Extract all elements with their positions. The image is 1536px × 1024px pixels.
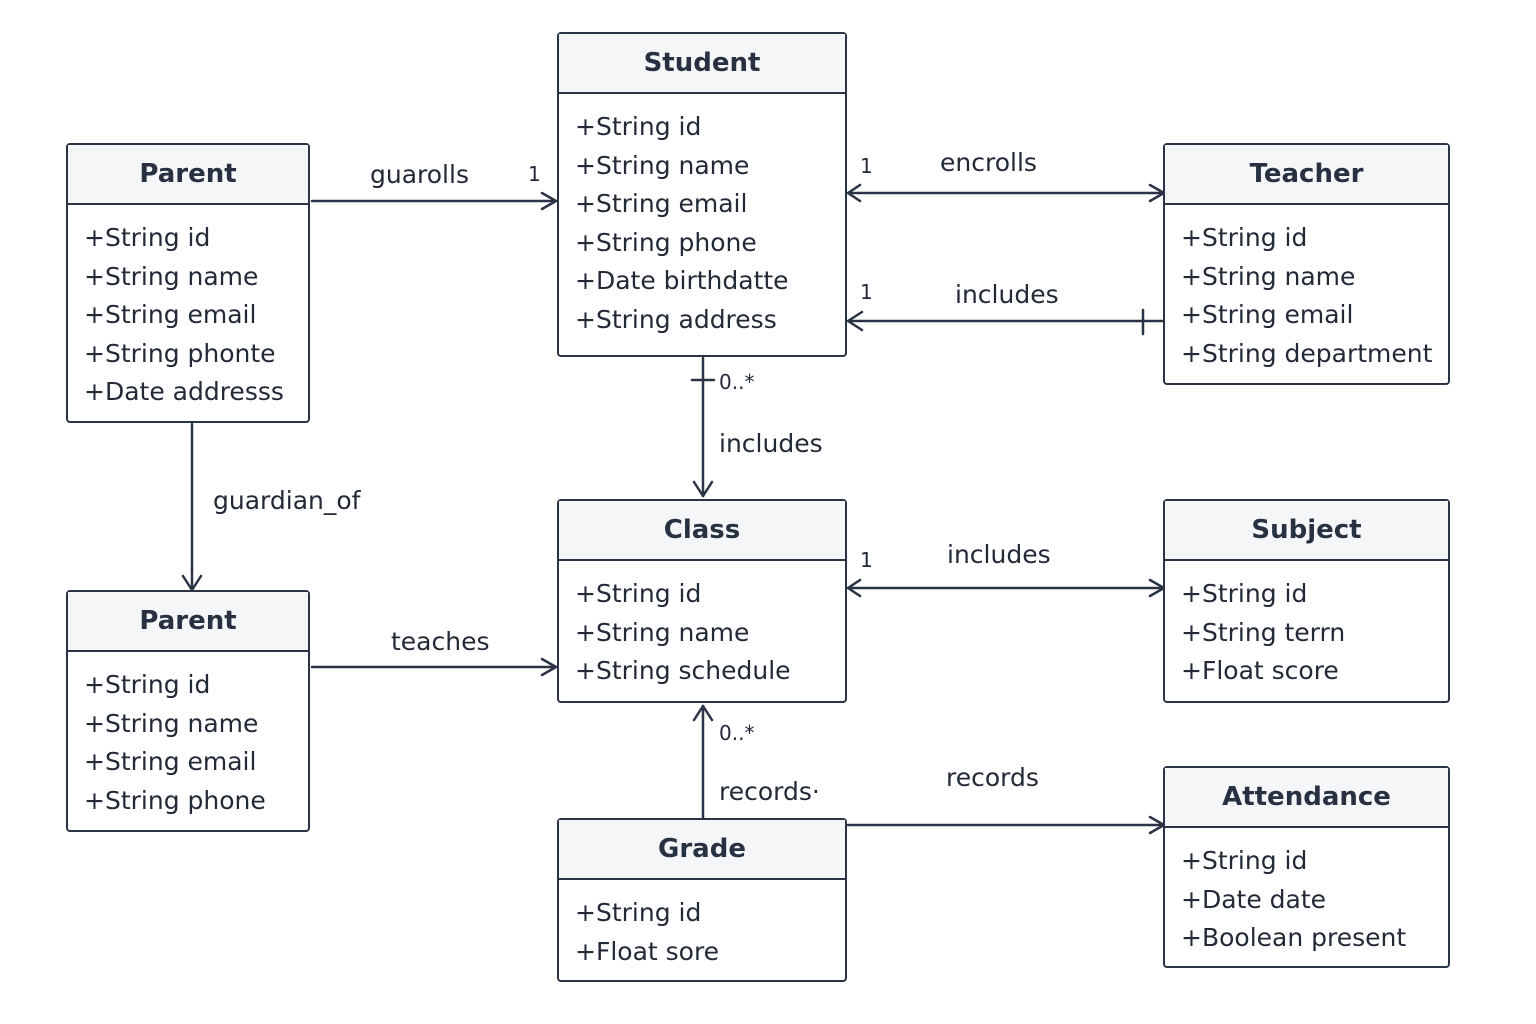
attribute: +String id [575, 579, 702, 608]
relation-label-teaches: teaches [391, 627, 490, 656]
attribute: +String name [84, 708, 259, 738]
attribute: +String id [84, 223, 211, 252]
edge-includes-teacher-student [846, 308, 1166, 336]
attribute-list: +String id +String name +String email +S… [68, 205, 308, 412]
attribute: +String address [575, 304, 777, 334]
class-box-class[interactable]: Class +String id +String name +String sc… [557, 499, 847, 703]
attribute: +Date date [1181, 884, 1327, 914]
attribute-list: +String id +Date date +Boolean present [1165, 828, 1448, 958]
class-title: Grade [559, 820, 845, 880]
attribute: +String id [1181, 579, 1308, 608]
attribute: +Boolean present [1181, 923, 1407, 952]
class-box-grade[interactable]: Grade +String id +Float sore [557, 818, 847, 982]
attribute: +String email [84, 300, 257, 329]
attribute-list: +String id +String name +String schedule [559, 561, 845, 691]
attribute: +String id [575, 112, 702, 141]
attribute: +String id [1181, 846, 1308, 875]
attribute: +String department [1181, 338, 1433, 368]
attribute: +String name [1181, 261, 1356, 291]
attribute: +String email [1181, 300, 1354, 329]
multiplicity-label: 0..* [719, 721, 755, 745]
attribute-list: +String id +String name +String email +S… [559, 94, 845, 339]
attribute: +String name [575, 150, 750, 180]
class-box-subject[interactable]: Subject +String id +String terrn +Float … [1163, 499, 1450, 703]
multiplicity-label: 1 [528, 162, 541, 186]
class-title: Parent [68, 145, 308, 205]
edge-records-grade-attendance [846, 815, 1166, 835]
class-box-parent-bottom[interactable]: Parent +String id +String name +String e… [66, 590, 310, 832]
attribute: +String id [84, 670, 211, 699]
attribute-list: +String id +String name +String email +S… [68, 652, 308, 820]
class-title: Subject [1165, 501, 1448, 561]
attribute: +String phonte [84, 338, 276, 368]
class-box-parent-top[interactable]: Parent +String id +String name +String e… [66, 143, 310, 423]
class-title: Teacher [1165, 145, 1448, 205]
relation-label-includes: includes [955, 280, 1059, 309]
attribute: +Float score [1181, 656, 1339, 685]
attribute: +String id [575, 898, 702, 927]
multiplicity-label: 1 [860, 154, 873, 178]
attribute: +String terrn [1181, 617, 1346, 647]
attribute: +Float sore [575, 936, 720, 966]
attribute: +String name [575, 617, 750, 647]
edge-includes-class-subject [846, 578, 1166, 598]
attribute: +String schedule [575, 656, 791, 685]
edge-guarolls [310, 191, 558, 211]
relation-label-includes: includes [719, 429, 823, 458]
attribute: +String id [1181, 223, 1308, 252]
attribute-list: +String id +String name +String email +S… [1165, 205, 1448, 373]
attribute: +String name [84, 261, 259, 291]
attribute-list: +String id +Float sore [559, 880, 845, 971]
multiplicity-label: 0..* [719, 370, 755, 394]
edge-encrolls [846, 183, 1166, 203]
multiplicity-label: 1 [860, 280, 873, 304]
relation-label-includes: includes [947, 540, 1051, 569]
class-title: Student [559, 34, 845, 94]
edge-includes-student-class [690, 356, 716, 498]
relation-label-guardian-of: guardian_of [213, 486, 361, 515]
class-title: Class [559, 501, 845, 561]
class-title: Parent [68, 592, 308, 652]
relation-label-guarolls: guarolls [370, 160, 469, 189]
multiplicity-label: 1 [860, 548, 873, 572]
attribute: +String phone [84, 785, 266, 815]
attribute: +Date birthdatte [575, 266, 789, 295]
relation-label-encrolls: encrolls [940, 148, 1037, 177]
attribute: +String email [84, 747, 257, 776]
edge-teaches [310, 657, 558, 677]
attribute: +String phone [575, 227, 757, 257]
edge-guardian-of [181, 422, 203, 592]
edge-records-grade-class [692, 704, 714, 820]
class-box-student[interactable]: Student +String id +String name +String … [557, 32, 847, 357]
attribute: +String email [575, 189, 748, 218]
class-box-attendance[interactable]: Attendance +String id +Date date +Boolea… [1163, 766, 1450, 968]
attribute: +Date addresss [84, 377, 284, 406]
class-box-teacher[interactable]: Teacher +String id +String name +String … [1163, 143, 1450, 385]
relation-label-records: records [946, 763, 1039, 792]
relation-label-records: records· [719, 777, 820, 806]
attribute-list: +String id +String terrn +Float score [1165, 561, 1448, 691]
class-title: Attendance [1165, 768, 1448, 828]
